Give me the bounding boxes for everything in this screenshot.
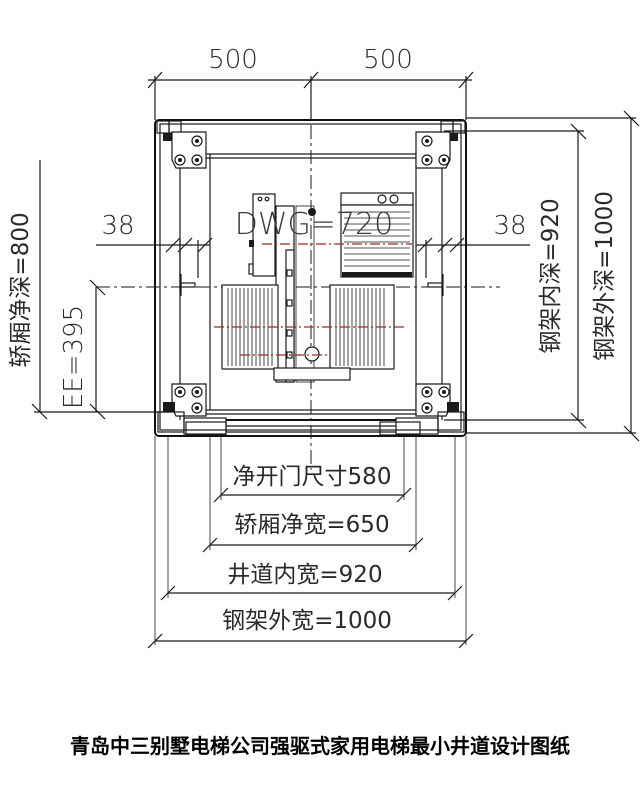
drawing-title: 青岛中三别墅电梯公司强驱式家用电梯最小井道设计图纸 (70, 734, 570, 758)
door-sill (185, 419, 421, 436)
right-dimensions: 钢架内深=920 钢架外深=1000 (444, 110, 640, 442)
dim-shaft-inner-width: 井道内宽=920 (227, 562, 382, 588)
dim-top-right: 500 (363, 45, 413, 75)
gap-dimension-left: 38 (96, 211, 213, 290)
drive-machine (214, 192, 414, 383)
dim-car-clear-width: 轿厢净宽=650 (234, 512, 389, 538)
corner-bracket-top-left (156, 120, 207, 169)
bottom-dimensions: 净开门尺寸580 轿厢净宽=650 井道内宽=920 钢架外宽=1000 (147, 436, 474, 649)
top-dimension: 500 500 (147, 45, 474, 120)
dim-gap-left: 38 (101, 211, 134, 241)
dim-frame-outer-width: 钢架外宽=1000 (222, 608, 392, 634)
corner-bracket-bottom-left (157, 383, 227, 435)
dim-frame-inner-depth: 钢架内深=920 (538, 198, 564, 353)
corner-bracket-top-right (415, 120, 466, 169)
dim-car-clear-depth: 轿厢净深=800 (8, 212, 34, 367)
dim-top-left: 500 (208, 45, 258, 75)
left-dimensions: 轿厢净深=800 EE=395 (8, 160, 170, 420)
corner-bracket-bottom-right (395, 383, 465, 435)
gap-dimension-right: 38 (416, 211, 530, 278)
dim-door-clear-opening: 净开门尺寸580 (233, 464, 392, 490)
dim-gap-right: 38 (493, 211, 526, 241)
motor-fins (342, 211, 412, 277)
dwg-label: DWG=720 (235, 207, 393, 242)
dim-frame-outer-depth: 钢架外深=1000 (592, 191, 618, 361)
dim-ee: EE=395 (59, 305, 89, 409)
guide-rail-markers (180, 274, 444, 296)
